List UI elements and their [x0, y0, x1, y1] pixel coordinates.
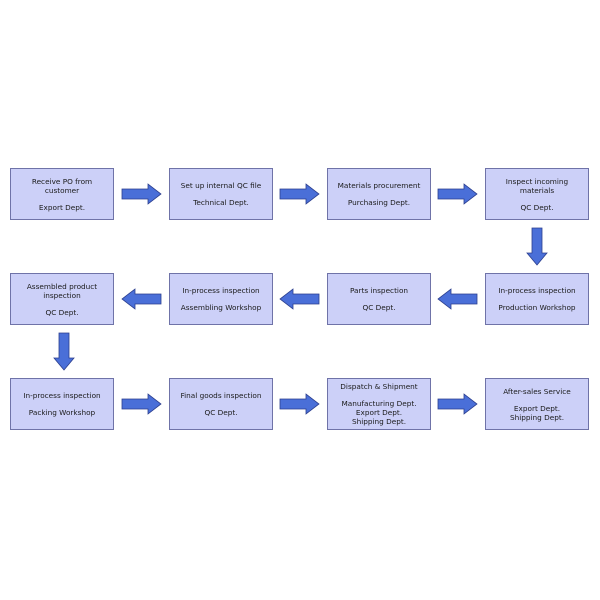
arrow-right-icon	[279, 183, 320, 205]
step-title: Materials procurement	[337, 181, 421, 190]
arrow-right-icon	[121, 393, 162, 415]
arrow-right-icon	[437, 393, 478, 415]
arrow-down-icon	[526, 227, 548, 266]
step-title: In-process inspection	[182, 286, 260, 295]
step-in-process-packing: In-process inspection Packing Workshop	[10, 378, 114, 430]
step-receive-po: Receive PO from customer Export Dept.	[10, 168, 114, 220]
arrow-left-icon	[279, 288, 320, 310]
step-title: Receive PO from customer	[31, 176, 93, 195]
step-dept: Manufacturing Dept. Export Dept. Shippin…	[341, 399, 417, 426]
step-dispatch-shipment: Dispatch & Shipment Manufacturing Dept. …	[327, 378, 431, 430]
step-dept: QC Dept.	[45, 307, 79, 317]
step-in-process-production: In-process inspection Production Worksho…	[485, 273, 589, 325]
step-title: Final goods inspection	[180, 391, 262, 400]
step-assembled-product-inspection: Assembled product inspection QC Dept.	[10, 273, 114, 325]
step-parts-inspection: Parts inspection QC Dept.	[327, 273, 431, 325]
step-dept: Purchasing Dept.	[347, 198, 411, 207]
step-title: Assembled product inspection	[26, 281, 98, 300]
step-final-goods-inspection: Final goods inspection QC Dept.	[169, 378, 273, 430]
step-dept: QC Dept.	[520, 202, 554, 212]
step-title: Set up internal QC file	[180, 181, 262, 190]
step-dept: Assembling Workshop	[180, 303, 262, 312]
step-setup-qc-file: Set up internal QC file Technical Dept.	[169, 168, 273, 220]
step-dept: Production Workshop	[498, 303, 576, 312]
arrow-left-icon	[437, 288, 478, 310]
step-title: Parts inspection	[349, 286, 409, 295]
arrow-right-icon	[279, 393, 320, 415]
step-after-sales-service: After-sales Service Export Dept. Shippin…	[485, 378, 589, 430]
step-dept: Export Dept. Shipping Dept.	[509, 403, 565, 422]
arrow-down-icon	[53, 332, 75, 371]
step-materials-procurement: Materials procurement Purchasing Dept.	[327, 168, 431, 220]
step-title: After-sales Service	[503, 386, 571, 396]
arrow-left-icon	[121, 288, 162, 310]
step-title: In-process inspection	[498, 286, 576, 295]
step-title: Inspect incoming materials	[505, 176, 569, 195]
arrow-right-icon	[437, 183, 478, 205]
step-title: In-process inspection	[23, 391, 101, 400]
step-title: Dispatch & Shipment	[340, 382, 418, 391]
step-dept: QC Dept.	[204, 408, 238, 417]
step-dept: QC Dept.	[362, 303, 396, 312]
arrow-right-icon	[121, 183, 162, 205]
step-dept: Technical Dept.	[193, 198, 249, 207]
step-inspect-incoming: Inspect incoming materials QC Dept.	[485, 168, 589, 220]
step-dept: Export Dept.	[38, 202, 86, 212]
step-in-process-assembling: In-process inspection Assembling Worksho…	[169, 273, 273, 325]
step-dept: Packing Workshop	[28, 408, 96, 417]
